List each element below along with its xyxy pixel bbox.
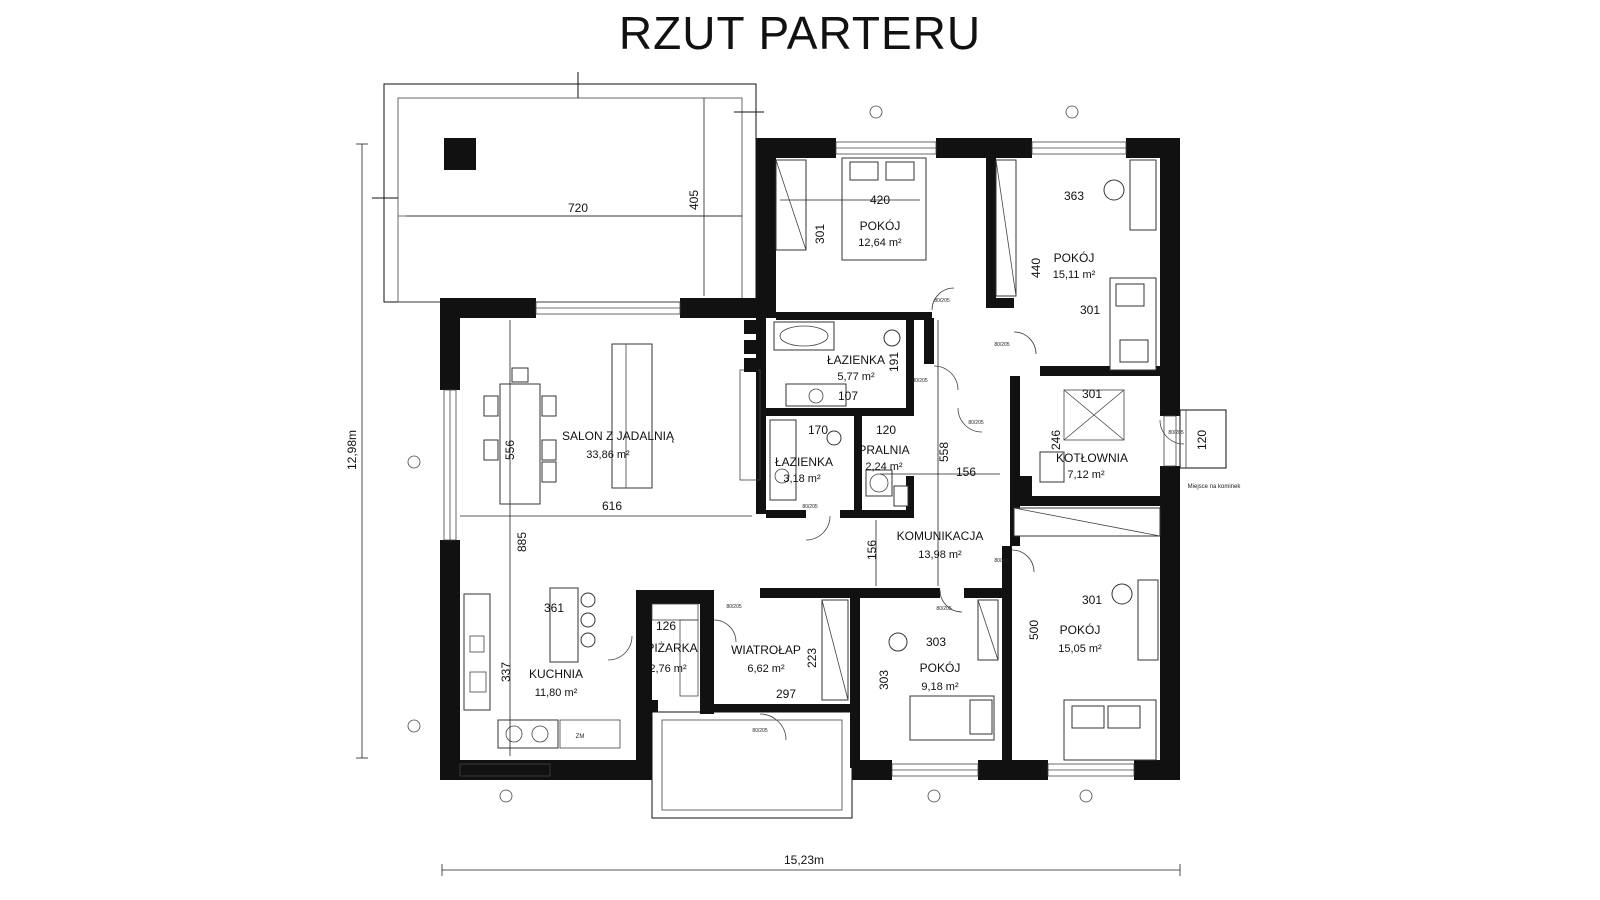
dimension-label: 301 [1082,387,1102,401]
furniture [463,157,1161,761]
dimension-label: 246 [1049,430,1063,450]
terrace [372,72,764,303]
room-area: 12,64 m² [858,237,902,249]
dimension-labels: 720 405 420 301 363 440 301 191 107 170 … [345,189,1209,867]
room-name: SPIŻARKA [638,641,697,655]
dimension-label: 15,23m [784,853,824,867]
dimension-label: 720 [568,201,588,215]
zm-note: ZM [576,734,585,740]
room-area: 33,86 m² [586,449,630,461]
room-name: ŁAZIENKA [775,455,833,469]
room-area: 11,80 m² [535,687,578,699]
fireplace-note: Miejsce na kominek [1188,484,1242,490]
plan-title: RZUT PARTERU [618,7,982,59]
dimension-lines [356,98,1181,876]
door-label: 80/205 [802,504,818,510]
dimension-label: 301 [1080,303,1100,317]
room-area: 7,12 m² [1067,469,1105,481]
door-label: 80/205 [1168,430,1184,436]
door-label: 80/205 [934,298,950,304]
room-name: KOMUNIKACJA [897,529,984,543]
section-markers [407,105,1093,803]
terrace-column [444,138,476,170]
dimension-label: 337 [499,662,513,682]
dimension-label: 303 [926,635,946,649]
room-area: 15,05 m² [1058,643,1102,655]
windows [443,141,1177,777]
room-area: 5,77 m² [837,371,875,383]
room-area: 13,98 m² [918,549,962,561]
door-label: 80/205 [726,604,742,610]
dimension-label: 500 [1027,620,1041,640]
room-name: PRALNIA [858,443,909,457]
room-area: 15,11 m² [1053,269,1096,281]
door-label: 80/205 [752,728,768,734]
room-name: POKÓJ [920,660,961,675]
room-name: POKÓJ [860,218,901,233]
dimension-label: 885 [515,532,529,552]
exterior-walls [440,138,1180,780]
door-label: 80/205 [994,558,1010,564]
room-labels: POKÓJ 12,64 m² POKÓJ 15,11 m² ŁAZIENKA 5… [529,218,1128,699]
room-area: 2,76 m² [649,663,687,675]
dimension-label: 223 [805,648,819,668]
dimension-label: 170 [808,423,828,437]
dimension-label: 156 [865,540,879,560]
room-area: 9,18 m² [921,681,959,693]
door-label: 80/205 [936,606,952,612]
room-area: 2,24 m² [865,461,903,473]
dimension-label: 303 [877,670,891,690]
room-area: 6,62 m² [747,663,785,675]
dimension-label: 556 [503,440,517,460]
dimension-label: 301 [813,224,827,244]
door-label: 80/205 [912,378,928,384]
dimension-label: 440 [1029,258,1043,278]
door-label: 80/205 [994,342,1010,348]
door-labels: 80/205 80/205 80/205 80/205 80/205 80/20… [726,298,1184,734]
dimension-label: 120 [876,423,896,437]
dimension-label: 12,98m [345,430,359,470]
dimension-label: 361 [544,601,564,615]
dimension-label: 191 [887,352,901,372]
room-name: SALON Z JADALNIĄ [562,429,675,443]
room-name: POKÓJ [1060,622,1101,637]
dimension-label: 363 [1064,189,1084,203]
dimension-label: 405 [687,190,701,210]
dimension-label: 420 [870,193,890,207]
dimension-label: 616 [602,499,622,513]
entrance-porch [651,409,1227,819]
room-name: ŁAZIENKA [827,353,885,367]
room-name: KUCHNIA [529,667,583,681]
interior-walls [646,158,1160,768]
door-label: 80/205 [968,420,984,426]
dimension-label: 156 [956,465,976,479]
dimension-label: 297 [776,687,796,701]
notes: Miejsce na kominek ZM [576,484,1242,740]
dimension-label: 558 [937,442,951,462]
dimension-label: 120 [1195,430,1209,450]
room-area: 3,18 m² [783,473,821,485]
room-name: WIATROŁAP [731,643,801,657]
dimension-label: 301 [1082,593,1102,607]
dimension-label: 126 [656,619,676,633]
room-name: KOTŁOWNIA [1056,451,1128,465]
dimension-label: 107 [838,389,858,403]
room-name: POKÓJ [1054,250,1095,265]
